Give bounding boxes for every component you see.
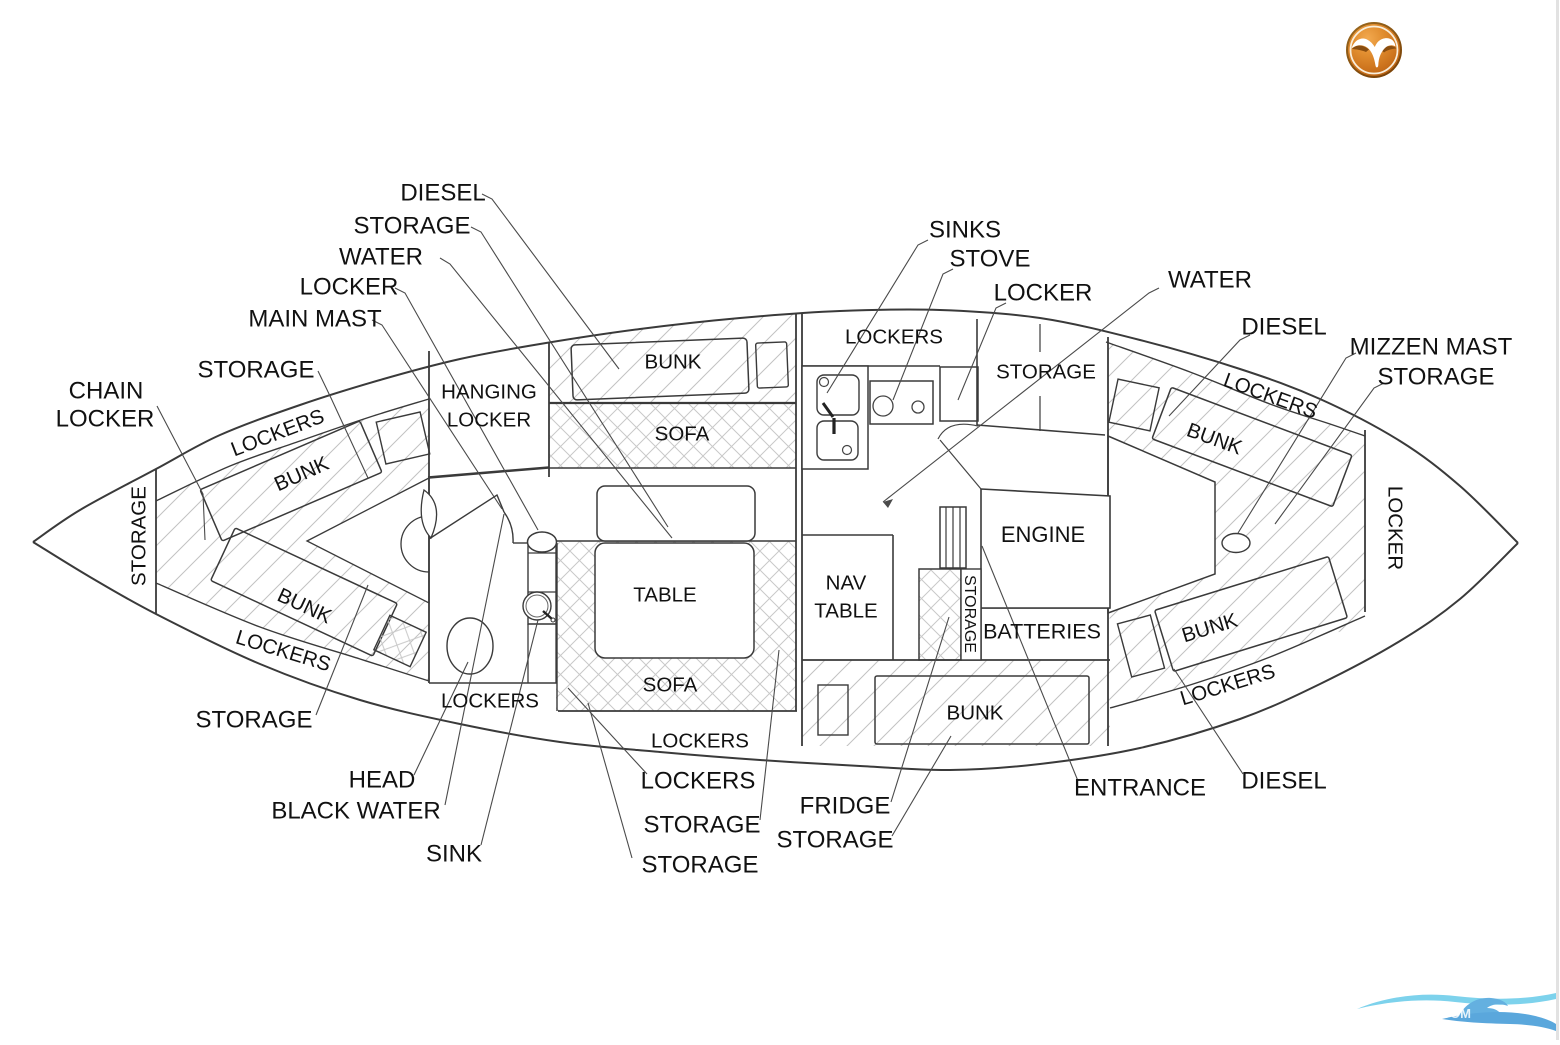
svg-text:LOCKER: LOCKER (56, 405, 155, 432)
svg-text:LOCKERS: LOCKERS (641, 767, 756, 794)
svg-text:WATER: WATER (1168, 266, 1252, 293)
svg-text:DIESEL: DIESEL (1241, 767, 1326, 794)
svg-text:MIZZEN MAST: MIZZEN MAST (1350, 333, 1513, 360)
svg-text:FRIDGE: FRIDGE (800, 792, 891, 819)
svg-text:SINKS: SINKS (929, 216, 1001, 243)
svg-text:BATTERIES: BATTERIES (983, 620, 1101, 644)
svg-text:STORAGE: STORAGE (1378, 363, 1495, 390)
svg-text:STORAGE: STORAGE (777, 826, 894, 853)
svg-text:HEAD: HEAD (349, 766, 416, 793)
svg-text:STORAGE: STORAGE (961, 575, 978, 653)
svg-text:DIESEL: DIESEL (1241, 313, 1326, 340)
svg-text:DIESEL: DIESEL (400, 179, 485, 206)
svg-text:STORAGE: STORAGE (642, 851, 759, 878)
svg-text:ENGINE: ENGINE (1001, 522, 1085, 547)
svg-text:ENTRANCE: ENTRANCE (1074, 774, 1206, 801)
svg-text:HANGING: HANGING (441, 380, 537, 403)
svg-text:WATER: WATER (339, 243, 423, 270)
svg-text:LOCKER: LOCKER (300, 273, 399, 300)
svg-text:STORAGE: STORAGE (644, 811, 761, 838)
svg-text:SOFA: SOFA (643, 673, 698, 696)
svg-text:MAIN MAST: MAIN MAST (248, 305, 382, 332)
svg-text:STORAGE: STORAGE (996, 360, 1096, 383)
svg-text:STORAGE: STORAGE (354, 212, 471, 239)
svg-text:BUNK: BUNK (645, 350, 702, 373)
svg-text:LOCKERS: LOCKERS (441, 689, 539, 712)
svg-text:STOVE: STOVE (950, 245, 1031, 272)
svg-text:TABLE: TABLE (633, 583, 696, 606)
svg-text:LOCKERS: LOCKERS (845, 325, 943, 348)
svg-text:LOCKER: LOCKER (994, 279, 1093, 306)
svg-text:LOCKERS: LOCKERS (651, 729, 749, 752)
svg-text:BLACK WATER: BLACK WATER (271, 797, 440, 824)
svg-text:STORAGE: STORAGE (196, 706, 313, 733)
svg-text:LOCKER: LOCKER (447, 408, 531, 431)
svg-text:STORAGE: STORAGE (127, 486, 150, 586)
svg-text:LOCKER: LOCKER (1384, 486, 1407, 570)
svg-text:SOFA: SOFA (655, 422, 710, 445)
svg-text:SINK: SINK (426, 840, 482, 867)
svg-text:NAV: NAV (826, 571, 867, 594)
svg-text:CHAIN: CHAIN (69, 377, 144, 404)
svg-text:BUNK: BUNK (947, 701, 1004, 724)
svg-text:STORAGE: STORAGE (198, 356, 315, 383)
svg-text:.COM: .COM (1437, 1006, 1471, 1021)
svg-text:TABLE: TABLE (814, 599, 877, 622)
